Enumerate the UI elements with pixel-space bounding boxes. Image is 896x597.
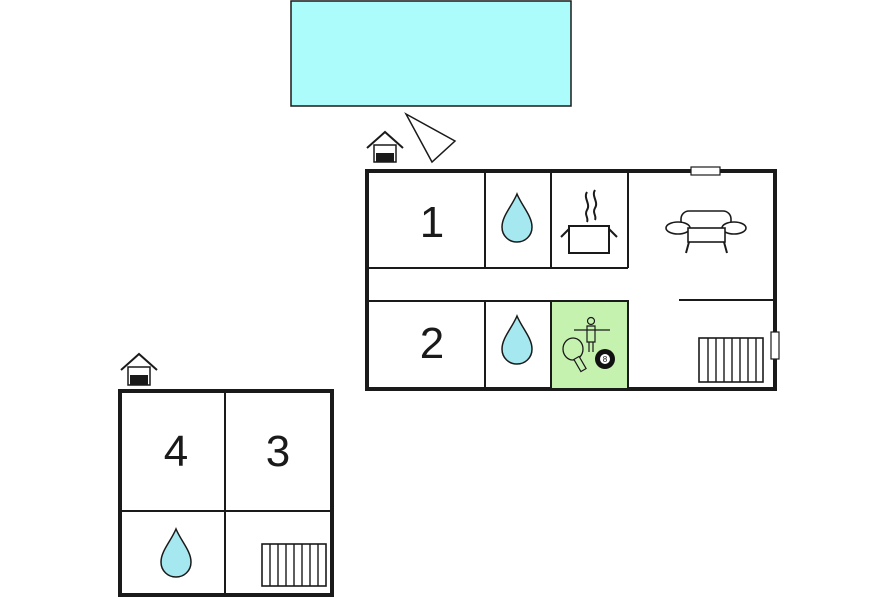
- water-drop-icon: [160, 527, 192, 578]
- room-label-3: 3: [266, 427, 290, 476]
- house-entrance-icon: [366, 130, 404, 163]
- sofa-icon: [665, 210, 747, 254]
- room-label-2: 2: [420, 319, 444, 368]
- billiard-ball-label: 8: [603, 355, 608, 364]
- stairs-icon: [261, 543, 327, 587]
- north-arrow-icon: [404, 112, 457, 164]
- window: [770, 331, 780, 360]
- swimming-pool: [290, 0, 572, 107]
- room-label-4: 4: [164, 427, 188, 476]
- water-drop-icon: [501, 192, 533, 243]
- window: [690, 166, 721, 176]
- table-games-icon: 8: [562, 316, 615, 373]
- water-drop-icon: [501, 314, 533, 365]
- room-label-1: 1: [420, 198, 444, 247]
- stairs-icon: [698, 337, 764, 383]
- house-entrance-icon: [120, 352, 158, 386]
- small-building: [118, 389, 334, 597]
- cooking-pot-icon: [560, 189, 618, 254]
